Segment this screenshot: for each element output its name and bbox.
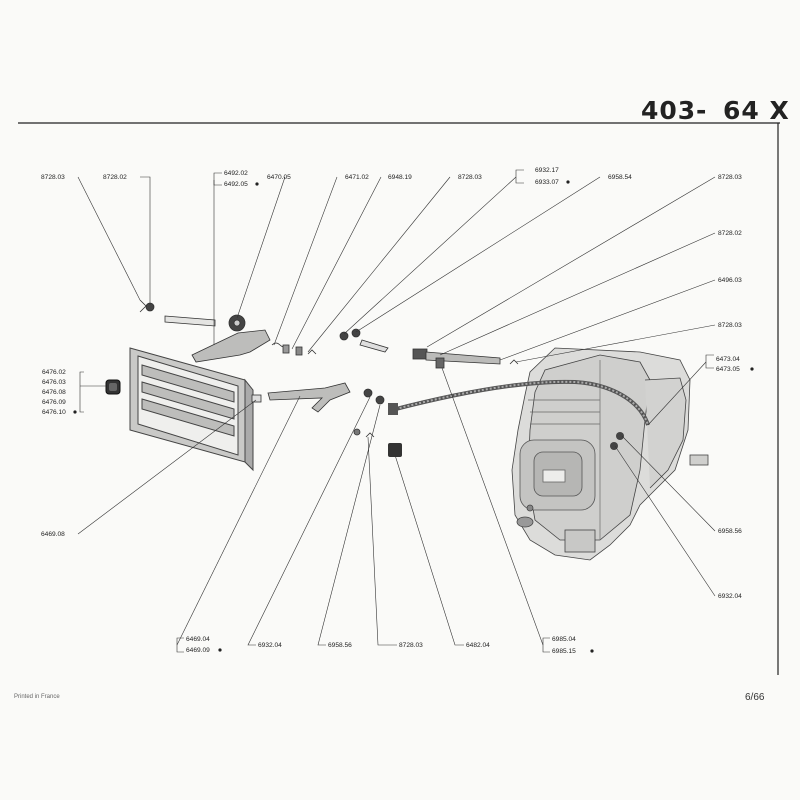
model-number: 403 <box>641 96 697 125</box>
callout-labels: 8728.03 8728.02 6492.02 6492.05 6470.05 … <box>41 167 754 655</box>
label-6476-08: 6476.08 <box>42 389 66 396</box>
label-6476-10: 6476.10 <box>42 409 66 416</box>
control-cable <box>388 379 650 457</box>
label-6471-02: 6471.02 <box>345 174 369 181</box>
page-number: 6/66 <box>745 692 765 703</box>
label-6476-02: 6476.02 <box>42 369 66 376</box>
label-8728-03-b: 8728.03 <box>458 174 482 181</box>
label-6469-08: 6469.08 <box>41 531 65 538</box>
variant-dot <box>750 367 754 371</box>
label-8728-03-e: 8728.03 <box>399 642 423 649</box>
label-6473-04: 6473.04 <box>716 356 740 363</box>
label-8728-03-d: 8728.03 <box>718 322 742 329</box>
label-6985-04: 6985.04 <box>552 636 576 643</box>
label-6473-05: 6473.05 <box>716 366 740 373</box>
label-6470-05: 6470.05 <box>267 174 291 181</box>
printed-in-france: Printed in France <box>14 694 60 700</box>
model-variant: 64 X <box>723 96 790 125</box>
header-dash: - <box>696 96 708 125</box>
spring-and-clips <box>271 328 389 356</box>
label-6476-03: 6476.03 <box>42 379 66 386</box>
leader-lines <box>77 169 716 653</box>
label-6492-05: 6492.05 <box>224 181 248 188</box>
label-6985-15: 6985.15 <box>552 648 576 655</box>
label-6492-02: 6492.02 <box>224 170 248 177</box>
label-6496-03: 6496.03 <box>718 277 742 284</box>
label-6469-04: 6469.04 <box>186 636 210 643</box>
label-6958-56-a: 6958.56 <box>718 528 742 535</box>
variant-dot <box>255 182 259 186</box>
heater-unit <box>511 347 709 561</box>
upper-control-lever <box>139 299 271 363</box>
air-grille <box>129 347 254 472</box>
label-8728-03-c: 8728.03 <box>718 174 742 181</box>
lower-control-lever <box>251 382 385 438</box>
cable-bracket <box>412 348 519 369</box>
label-6948-19: 6948.19 <box>388 174 412 181</box>
variant-dot <box>590 649 594 653</box>
label-6482-04: 6482.04 <box>466 642 490 649</box>
label-6476-09: 6476.09 <box>42 399 66 406</box>
variant-dot <box>566 180 570 184</box>
label-6932-17: 6932.17 <box>535 167 559 174</box>
label-6933-07: 6933.07 <box>535 179 559 186</box>
label-6958-54: 6958.54 <box>608 174 632 181</box>
variant-dot <box>73 410 77 414</box>
control-knob <box>105 379 121 395</box>
label-6958-56-b: 6958.56 <box>328 642 352 649</box>
label-8728-02-b: 8728.02 <box>718 230 742 237</box>
variant-dot <box>218 648 222 652</box>
label-6932-04-a: 6932.04 <box>718 593 742 600</box>
label-8728-02-a: 8728.02 <box>103 174 127 181</box>
label-6469-09: 6469.09 <box>186 647 210 654</box>
label-6932-04-b: 6932.04 <box>258 642 282 649</box>
label-8728-03-a: 8728.03 <box>41 174 65 181</box>
